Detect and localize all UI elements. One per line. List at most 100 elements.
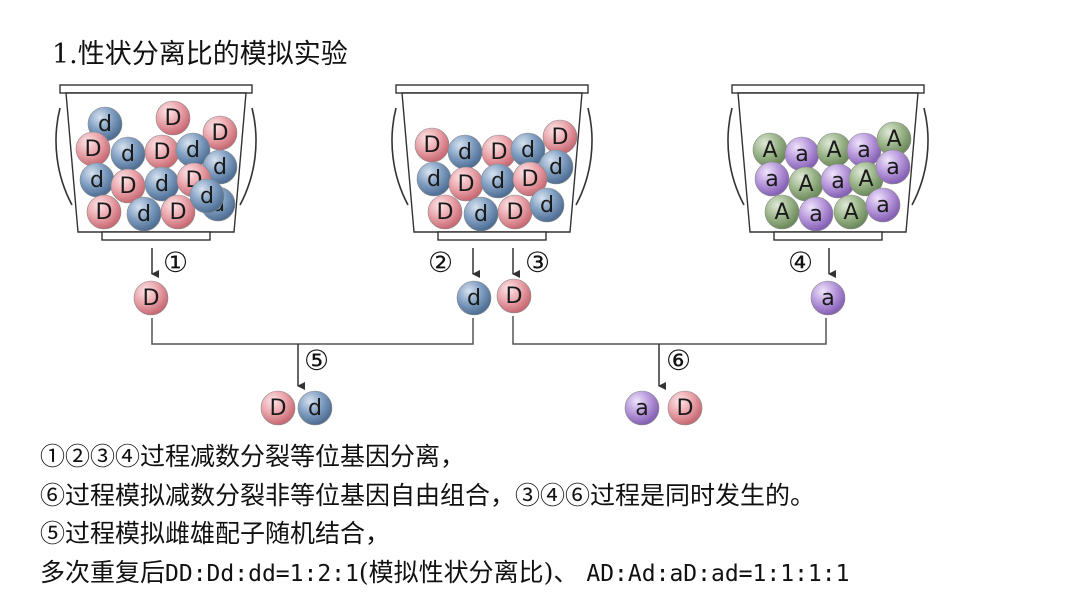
- bucket-2-ball: d: [510, 132, 546, 168]
- bucket-3-ball-letter: A: [826, 137, 841, 163]
- bucket-1-ball: D: [86, 194, 122, 230]
- page-title: 1.性状分离比的模拟实验: [52, 39, 348, 70]
- bucket-3-ball: A: [816, 132, 852, 168]
- drawn-ball-3-letter: D: [505, 283, 522, 309]
- bucket-3-ball-letter: a: [876, 192, 890, 218]
- connector-6: [512, 316, 827, 345]
- notes: ①②③④过程减数分裂等位基因分离， ⑥过程模拟减数分裂非等位基因自由组合，③④⑥…: [40, 438, 849, 592]
- bucket-3-handle-left: [727, 107, 745, 206]
- bucket-2-ball-letter: d: [540, 192, 554, 218]
- combo-2-ball-1-letter: a: [635, 395, 649, 421]
- bucket-1-ball: d: [110, 136, 146, 172]
- bucket-3-ball: a: [820, 163, 856, 199]
- bucket-2-ball: d: [447, 134, 483, 170]
- bucket-3-ball: a: [754, 161, 790, 197]
- bucket-1-ball: D: [155, 100, 191, 136]
- bucket-2-ball-letter: d: [427, 166, 441, 192]
- bucket-2-ball: D: [497, 194, 533, 230]
- bucket-2-ball-letter: D: [551, 124, 568, 150]
- bucket-1-ball-letter: d: [200, 183, 214, 209]
- bucket-1-ball-letter: D: [211, 120, 228, 146]
- combo-2-ball-2: D: [667, 390, 703, 426]
- bucket-3-ball: a: [875, 149, 911, 185]
- bucket-1-ball-letter: D: [169, 199, 186, 225]
- bucket-3-ball-letter: A: [774, 199, 789, 225]
- combo-1-ball-2-letter: d: [308, 395, 322, 421]
- bucket-1-ball-letter: d: [98, 111, 112, 137]
- bucket-1-ball-letter: d: [137, 201, 151, 227]
- bucket-2-ball: D: [427, 194, 463, 230]
- step-label-4: ④: [788, 246, 813, 279]
- combo-1-ball-1: D: [260, 390, 296, 426]
- drawn-ball-2: d: [456, 280, 492, 316]
- note-line-2: ⑥过程模拟减数分裂非等位基因自由组合，③④⑥过程是同时发生的。: [40, 480, 816, 510]
- bucket-2-ball: D: [448, 166, 484, 202]
- bucket-1-ball-letter: D: [164, 105, 181, 131]
- bucket-3-ball-letter: a: [809, 201, 823, 227]
- bucket-1-ball: D: [160, 194, 196, 230]
- bucket-3-ball: A: [848, 161, 884, 197]
- bucket-2-handle-right: [575, 107, 593, 206]
- bucket-2-ball-letter: D: [436, 199, 453, 225]
- bucket-1-ball-letter: d: [155, 171, 169, 197]
- bucket-2-ball: D: [414, 127, 450, 163]
- bucket-1-ball-letter: D: [84, 136, 101, 162]
- bucket-1-ball-letter: D: [119, 173, 136, 199]
- bucket-3-ball-letter: A: [886, 126, 901, 152]
- bucket-2-ball-letter: d: [549, 154, 563, 180]
- bucket-2-base: [437, 231, 547, 241]
- bucket-1-ball: d: [144, 166, 180, 202]
- bucket-1-ball: d: [79, 162, 115, 198]
- connector-5: [151, 318, 474, 345]
- bucket-3-handle-right: [911, 107, 929, 206]
- note-line-4-middle: (模拟性状分离比)、: [358, 557, 587, 587]
- bucket-2-ball: d: [463, 196, 499, 232]
- bucket-1-ball: d: [126, 196, 162, 232]
- bucket-3-ball: a: [865, 187, 901, 223]
- drawn-ball-3: D: [496, 278, 532, 314]
- bucket-2-ball: D: [542, 119, 578, 155]
- bucket-1: dDDDdDdddDdDdDdDd: [55, 84, 257, 241]
- combo-2-ball-2-letter: D: [676, 395, 693, 421]
- bucket-1-handle-right: [239, 107, 257, 206]
- drawn-ball-2-letter: d: [467, 285, 481, 311]
- bucket-1-ball: D: [110, 168, 146, 204]
- bucket-2-ball-letter: D: [521, 166, 538, 192]
- bucket-2-ball-letter: D: [490, 139, 507, 165]
- bucket-2-ball-letter: D: [423, 132, 440, 158]
- bucket-1-ball-letter: d: [121, 141, 135, 167]
- drawn-ball-1: D: [133, 280, 169, 316]
- bucket-2-rim: [395, 84, 589, 94]
- combo-1-ball-1-letter: D: [269, 395, 286, 421]
- bucket-3-base: [773, 231, 883, 241]
- bucket-1-rim: [59, 84, 253, 94]
- connector-lines: [151, 316, 827, 345]
- bucket-3-ball-letter: A: [762, 137, 777, 163]
- step-label-1: ①: [163, 246, 188, 279]
- bucket-3-ball: a: [784, 136, 820, 172]
- bucket-2-ball: d: [529, 187, 565, 223]
- bucket-1-ball-letter: d: [213, 154, 227, 180]
- drawn-ball-4-letter: a: [821, 285, 835, 311]
- bucket-2-ball: D: [512, 161, 548, 197]
- bucket-2-ball: D: [481, 134, 517, 170]
- bucket-1-ball-letter: d: [186, 137, 200, 163]
- drawn-ball-1-letter: D: [142, 285, 159, 311]
- bucket-2-ball-letter: d: [491, 168, 505, 194]
- bucket-2-ball-letter: D: [457, 171, 474, 197]
- bucket-2-ball: d: [538, 149, 574, 185]
- step-label-2: ②: [428, 246, 453, 279]
- bucket-3-ball-letter: a: [857, 137, 871, 163]
- bucket-3-ball: A: [876, 121, 912, 157]
- bucket-3-ball: A: [833, 194, 869, 230]
- bucket-1-ball: D: [75, 131, 111, 167]
- diagram: dDDDdDdddDdDdDdDdDdDdDddDdDDdDdAaAaAaAaA…: [55, 84, 929, 426]
- bucket-3-ball-letter: a: [886, 154, 900, 180]
- bucket-1-ball-letter: D: [95, 199, 112, 225]
- combo-2-ball-1: a: [624, 390, 660, 426]
- bucket-3-ball-letter: A: [798, 171, 813, 197]
- bucket-3-ball-letter: a: [831, 168, 845, 194]
- bucket-3-ball: A: [788, 166, 824, 202]
